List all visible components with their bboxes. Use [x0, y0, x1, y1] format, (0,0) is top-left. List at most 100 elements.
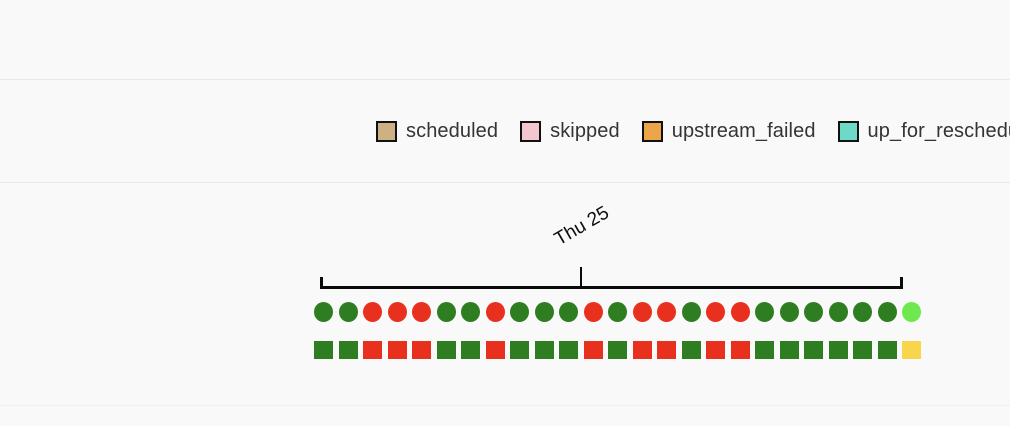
- task-instance-marker[interactable]: [485, 339, 511, 361]
- task-instance-marker[interactable]: [779, 339, 805, 361]
- dag-run-marker[interactable]: [461, 301, 486, 323]
- dag-run-marker[interactable]: [436, 301, 462, 323]
- task-instance-marker[interactable]: [632, 339, 658, 361]
- task-instance-marker[interactable]: [730, 339, 756, 361]
- legend-item-up_for_reschedule[interactable]: up_for_reschedule: [837, 120, 1010, 142]
- dag-run-marker-failed[interactable]: [632, 302, 652, 322]
- dag-run-marker-success[interactable]: [608, 302, 627, 322]
- dag-run-marker-success[interactable]: [804, 302, 823, 322]
- dag-run-marker-failed[interactable]: [412, 302, 431, 322]
- dag-run-marker-success[interactable]: [559, 302, 578, 322]
- task-instance-marker-failed[interactable]: [412, 341, 431, 359]
- task-instance-marker-failed[interactable]: [632, 341, 652, 359]
- dag-run-marker[interactable]: [755, 301, 780, 323]
- dag-run-marker-success[interactable]: [779, 302, 799, 322]
- dag-run-marker-success[interactable]: [338, 302, 358, 322]
- dag-run-marker[interactable]: [828, 301, 854, 323]
- task-instance-marker-failed[interactable]: [730, 341, 750, 359]
- task-instance-marker[interactable]: [387, 339, 413, 361]
- task-instance-marker[interactable]: [510, 339, 535, 361]
- dag-run-marker-failed[interactable]: [730, 302, 750, 322]
- dag-run-marker-failed[interactable]: [583, 302, 603, 322]
- task-instance-marker[interactable]: [877, 339, 903, 361]
- dag-run-marker[interactable]: [583, 301, 609, 323]
- task-instance-marker-success[interactable]: [314, 341, 333, 359]
- task-instance-marker[interactable]: [755, 339, 780, 361]
- task-instance-marker[interactable]: [363, 339, 388, 361]
- task-instance-marker[interactable]: [828, 339, 854, 361]
- dag-run-marker[interactable]: [559, 301, 584, 323]
- task-instance-marker[interactable]: [461, 339, 486, 361]
- dag-run-marker-success[interactable]: [828, 302, 848, 322]
- dag-run-marker[interactable]: [485, 301, 511, 323]
- task-instance-marker-failed[interactable]: [657, 341, 676, 359]
- dag-run-marker[interactable]: [412, 301, 437, 323]
- dag-run-marker-success[interactable]: [436, 302, 456, 322]
- task-instance-marker-up_for_retry[interactable]: [902, 341, 921, 359]
- task-instance-marker-success[interactable]: [877, 341, 897, 359]
- task-instance-marker-success[interactable]: [853, 341, 872, 359]
- dag-run-marker[interactable]: [314, 301, 339, 323]
- task-instance-marker-success[interactable]: [559, 341, 578, 359]
- task-instance-marker-success[interactable]: [338, 341, 358, 359]
- dag-run-marker-success[interactable]: [853, 302, 872, 322]
- task-instance-marker[interactable]: [804, 339, 829, 361]
- task-instance-marker-success[interactable]: [436, 341, 456, 359]
- task-instance-marker[interactable]: [902, 339, 927, 361]
- task-instance-marker[interactable]: [436, 339, 462, 361]
- task-instance-marker[interactable]: [706, 339, 731, 361]
- task-instance-marker-failed[interactable]: [363, 341, 382, 359]
- dag-run-marker-success[interactable]: [461, 302, 480, 322]
- dag-run-marker[interactable]: [632, 301, 658, 323]
- legend-item-upstream_failed[interactable]: upstream_failed: [641, 120, 816, 142]
- task-instance-marker[interactable]: [681, 339, 707, 361]
- task-instance-marker-failed[interactable]: [387, 341, 407, 359]
- dag-run-marker-failed[interactable]: [706, 302, 725, 322]
- task-instance-marker[interactable]: [657, 339, 682, 361]
- legend-item-scheduled[interactable]: scheduled: [376, 120, 498, 142]
- dag-run-marker[interactable]: [363, 301, 388, 323]
- dag-run-marker-failed[interactable]: [363, 302, 382, 322]
- dag-run-marker[interactable]: [706, 301, 731, 323]
- task-instance-marker-success[interactable]: [510, 341, 529, 359]
- dag-run-marker[interactable]: [387, 301, 413, 323]
- task-instance-marker-success[interactable]: [755, 341, 774, 359]
- task-instance-marker-success[interactable]: [608, 341, 627, 359]
- task-instance-marker-failed[interactable]: [706, 341, 725, 359]
- task-instance-marker[interactable]: [853, 339, 878, 361]
- dag-run-marker-running[interactable]: [902, 302, 921, 322]
- dag-run-marker[interactable]: [902, 301, 927, 323]
- dag-run-marker-success[interactable]: [877, 302, 897, 322]
- dag-run-marker[interactable]: [338, 301, 364, 323]
- dag-run-marker-failed[interactable]: [485, 302, 505, 322]
- dag-run-marker-failed[interactable]: [387, 302, 407, 322]
- task-instance-marker[interactable]: [534, 339, 560, 361]
- task-instance-marker[interactable]: [583, 339, 609, 361]
- task-instance-marker-success[interactable]: [828, 341, 848, 359]
- dag-run-marker-success[interactable]: [314, 302, 333, 322]
- task-instance-marker[interactable]: [412, 339, 437, 361]
- task-instance-marker[interactable]: [338, 339, 364, 361]
- task-instance-marker[interactable]: [608, 339, 633, 361]
- dag-run-marker-failed[interactable]: [657, 302, 676, 322]
- dag-run-marker-success[interactable]: [755, 302, 774, 322]
- task-instance-marker[interactable]: [314, 339, 339, 361]
- task-instance-marker-success[interactable]: [461, 341, 480, 359]
- dag-run-marker[interactable]: [730, 301, 756, 323]
- dag-run-marker[interactable]: [534, 301, 560, 323]
- task-instance-marker-success[interactable]: [779, 341, 799, 359]
- dag-run-marker-success[interactable]: [534, 302, 554, 322]
- dag-run-marker-success[interactable]: [681, 302, 701, 322]
- dag-run-marker[interactable]: [608, 301, 633, 323]
- task-instance-marker-failed[interactable]: [485, 341, 505, 359]
- task-instance-marker-success[interactable]: [804, 341, 823, 359]
- dag-run-marker[interactable]: [657, 301, 682, 323]
- dag-run-marker[interactable]: [779, 301, 805, 323]
- task-instance-marker[interactable]: [559, 339, 584, 361]
- dag-run-marker[interactable]: [804, 301, 829, 323]
- dag-run-marker[interactable]: [681, 301, 707, 323]
- dag-run-marker-success[interactable]: [510, 302, 529, 322]
- dag-run-marker[interactable]: [853, 301, 878, 323]
- task-instance-marker-success[interactable]: [681, 341, 701, 359]
- dag-run-marker[interactable]: [877, 301, 903, 323]
